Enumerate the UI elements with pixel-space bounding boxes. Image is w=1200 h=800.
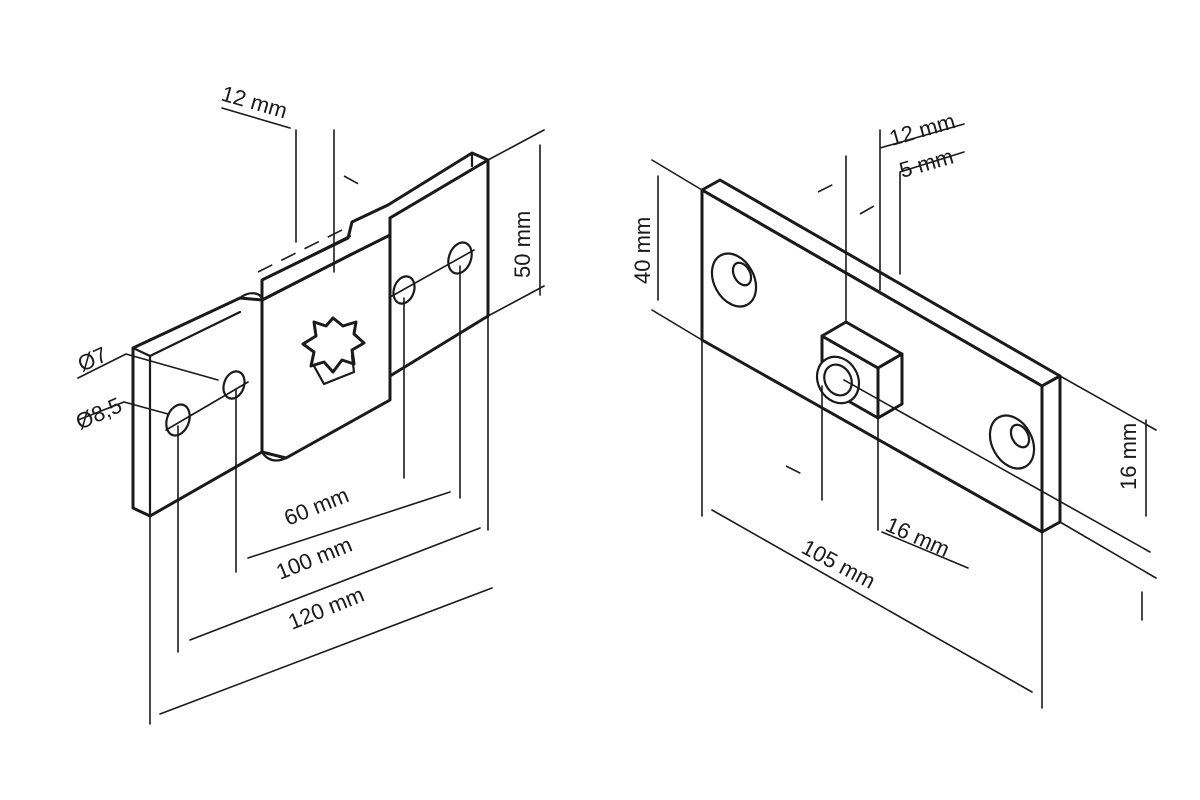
dim-extension-lines — [149, 265, 489, 725]
label-100mm: 100 mm — [273, 532, 356, 585]
label-60mm: 60 mm — [281, 482, 353, 530]
dim-16mm-bottom-lines — [821, 385, 969, 569]
right-dimension-lines — [651, 123, 1157, 709]
pin-inner — [823, 363, 853, 397]
dim-40mm-lines — [651, 159, 703, 341]
dim-100mm-line — [189, 527, 481, 641]
countersunk-hole-right-inner — [1009, 423, 1031, 449]
dim-12mm-dash — [257, 175, 367, 273]
dim-16mm-side-lines — [1059, 375, 1157, 579]
dim-105mm-lines — [701, 339, 1043, 709]
hole-small-left — [222, 370, 246, 400]
dim-12mm-right-leaders — [845, 123, 965, 323]
label-hole-small: Ø7 — [74, 342, 111, 377]
label-120mm: 120 mm — [285, 582, 368, 635]
label-5mm: 5 mm — [896, 144, 956, 183]
star-knob-icon — [301, 316, 366, 374]
dim-120mm-line — [159, 587, 493, 715]
dim-pin-axis — [843, 379, 1151, 553]
label-16mm-bottom: 16 mm — [882, 512, 954, 562]
dim-50mm-leaders — [487, 129, 545, 317]
countersunk-hole-left-inner — [731, 261, 753, 287]
star-knob-base — [312, 354, 356, 386]
dim-hole-leaders — [77, 353, 219, 421]
left-flange — [131, 296, 264, 518]
left-bracket — [131, 151, 490, 518]
dim-hole-axes — [165, 249, 475, 431]
label-hole-large: Ø8,5 — [72, 392, 126, 434]
left-flange-edge — [131, 310, 242, 518]
label-16mm-side: 16 mm — [1116, 423, 1141, 490]
left-dimension-lines — [77, 107, 545, 725]
label-105mm: 105 mm — [798, 534, 880, 593]
right-plate — [700, 178, 1062, 534]
dim-60mm-line — [247, 491, 451, 559]
label-50mm: 50 mm — [510, 211, 535, 278]
dim-right-dashes — [785, 183, 875, 477]
hole-large-left — [165, 403, 191, 437]
dim-12mm-leader — [221, 107, 335, 273]
plate-side — [1040, 374, 1062, 534]
label-40mm: 40 mm — [630, 217, 655, 284]
